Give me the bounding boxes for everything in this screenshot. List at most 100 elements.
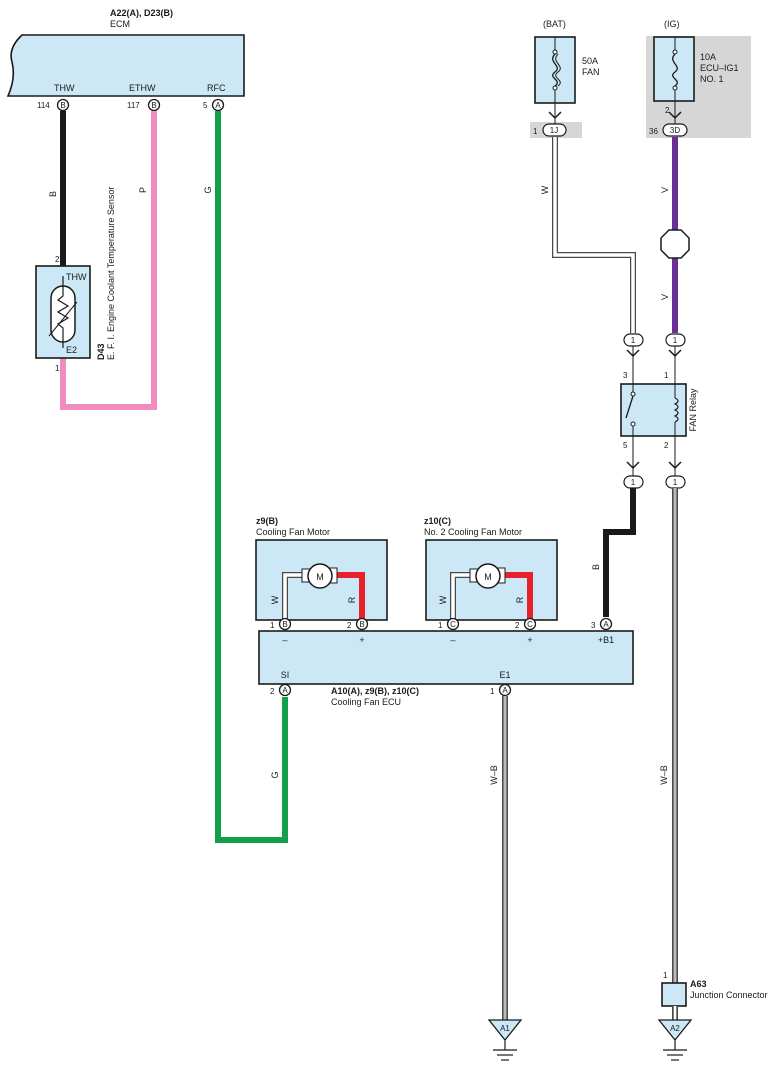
fan-relay[interactable] (620, 383, 687, 437)
fuse-ig-rating: 10A (700, 52, 716, 62)
fuse-bat-rating: 50A (582, 56, 598, 66)
svg-text:5: 5 (203, 101, 208, 110)
ecu-pin-1c: 1 C – (438, 617, 460, 645)
wire-label-r-m1: R (347, 596, 357, 603)
wire-label-g2: G (270, 771, 280, 778)
junction-name: Junction Connector (690, 990, 768, 1000)
svg-text:114: 114 (37, 101, 50, 110)
wire-w-motor2 (450, 572, 476, 620)
sensor-pin-num-top: 2 (55, 255, 60, 264)
svg-text:A: A (603, 620, 609, 629)
bat-source: (BAT) (543, 19, 566, 29)
svg-text:A: A (502, 686, 508, 695)
svg-text:1: 1 (673, 336, 678, 345)
sensor-ref: D43 (96, 343, 106, 360)
wire-label-g: G (203, 186, 213, 193)
ecu-pin-1b: 1 B – (270, 617, 292, 645)
wire-w-motor1 (282, 572, 308, 620)
junction-pin: 1 (663, 971, 668, 980)
conn-1j-marker (542, 123, 567, 137)
wire-label-v: V (660, 187, 670, 193)
pin-marker: 5 A (203, 98, 225, 112)
svg-text:B: B (151, 101, 156, 110)
wire-g-rfc (215, 111, 288, 843)
fuse-bat-name: FAN (582, 67, 600, 77)
splice-marker: 1 (623, 333, 644, 347)
motor2-name: No. 2 Cooling Fan Motor (424, 527, 522, 537)
splice-marker: 1 (623, 475, 644, 489)
svg-text:–: – (282, 635, 287, 645)
cooling-fan-motor-2[interactable] (425, 539, 558, 621)
svg-text:1: 1 (631, 478, 636, 487)
svg-text:+: + (527, 635, 532, 645)
wire-p-ethw (60, 111, 157, 410)
motor1-ref: z9(B) (256, 516, 278, 526)
wire-label-v2: V (660, 294, 670, 300)
svg-text:3: 3 (591, 621, 596, 630)
ecm-block[interactable] (6, 34, 245, 97)
sensor-pin-thw: THW (66, 272, 87, 282)
svg-text:+B1: +B1 (598, 635, 614, 645)
wire-label-w-m1: W (270, 595, 280, 604)
ecm-terminal-ethw: ETHW (129, 83, 156, 93)
wire-label-w: W (540, 185, 550, 194)
pin-marker: 114 B (37, 98, 70, 112)
ground-a1-icon (487, 1019, 523, 1061)
svg-text:1: 1 (270, 621, 275, 630)
svg-text:1: 1 (490, 687, 495, 696)
relay-name: FAN Relay (688, 388, 698, 432)
junction-connector[interactable] (661, 982, 687, 1007)
ig-source: (IG) (664, 19, 680, 29)
pin-marker: 117 B (127, 98, 161, 112)
fuse-10a-ecu-ig1[interactable] (653, 36, 695, 102)
conn-1j-label: 1J (550, 126, 558, 135)
junction-ref: A63 (690, 979, 707, 989)
svg-text:A: A (282, 686, 288, 695)
wire-label-b: B (48, 191, 58, 197)
cooling-fan-ecu[interactable] (258, 630, 634, 685)
conn-3d-marker (662, 123, 688, 137)
svg-text:2: 2 (270, 687, 275, 696)
ecm-terminal-rfc: RFC (207, 83, 226, 93)
fuse-ig-name1: ECU–IG1 (700, 63, 739, 73)
wire-label-wb1: W–B (489, 765, 499, 785)
svg-text:1: 1 (438, 621, 443, 630)
conn-3d-num: 36 (649, 127, 658, 136)
wire-label-b2: B (591, 564, 601, 570)
ecu-pin-e1-label: E1 (499, 670, 510, 680)
ecu-name: Cooling Fan ECU (331, 697, 401, 707)
svg-text:1: 1 (673, 478, 678, 487)
motor2-ref: z10(C) (424, 516, 451, 526)
cooling-fan-motor-1[interactable] (255, 539, 388, 621)
svg-text:2: 2 (515, 621, 520, 630)
ground-a1-label: A1 (500, 1024, 510, 1033)
splice-marker: 1 (665, 475, 686, 489)
svg-text:B: B (359, 620, 364, 629)
svg-text:A: A (215, 101, 221, 110)
ecm-name: ECM (110, 19, 130, 29)
ground-a2-label: A2 (670, 1024, 680, 1033)
svg-text:C: C (450, 620, 456, 629)
sensor-pin-e2: E2 (66, 345, 77, 355)
ecu-pin-3a: 3 A +B1 (591, 617, 614, 645)
wire-connector-octagon (660, 229, 690, 259)
ecu-pin-si-label: SI (281, 670, 290, 680)
svg-text:117: 117 (127, 101, 140, 110)
wire-label-wb2: W–B (659, 765, 669, 785)
motor1-symbol: M (316, 572, 324, 582)
fuse-ig-pin: 2 (665, 106, 670, 115)
wire-label-p: P (138, 187, 148, 193)
ecu-pin-1a: 1 A (490, 683, 512, 697)
svg-text:–: – (450, 635, 455, 645)
ecu-pin-2c: 2 C + (515, 617, 537, 645)
coolant-temp-sensor[interactable] (35, 265, 91, 359)
conn-1j-num: 1 (533, 127, 538, 136)
relay-pin-2: 2 (664, 441, 669, 450)
wire-label-w-m2: W (438, 595, 448, 604)
ecm-ref: A22(A), D23(B) (110, 8, 173, 18)
conn-3d-label: 3D (670, 126, 680, 135)
relay-pin-5: 5 (623, 441, 628, 450)
ecm-terminal-thw: THW (54, 83, 75, 93)
relay-pin-1: 1 (664, 371, 669, 380)
